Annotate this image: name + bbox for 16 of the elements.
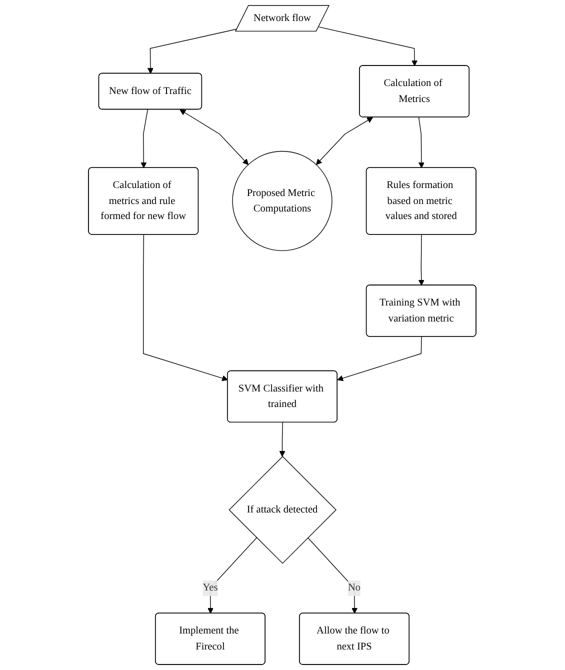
arrow: [140, 109, 148, 168]
arrow: [279, 422, 286, 457]
node-circle: Proposed Metric Computations: [232, 150, 333, 252]
arrow: [316, 117, 374, 165]
arrow: [208, 537, 258, 614]
edge-label: Yes: [202, 582, 218, 594]
edge-label: No: [348, 582, 361, 594]
arrow: [337, 336, 422, 382]
arrow: [308, 537, 358, 614]
node-diamond: If attack detected: [228, 456, 337, 564]
arrow: [318, 26, 418, 66]
arrow: [148, 28, 238, 74]
arrow: [418, 116, 425, 168]
arrow: [180, 109, 249, 165]
arrow: [418, 234, 425, 286]
arrow: [143, 234, 228, 382]
